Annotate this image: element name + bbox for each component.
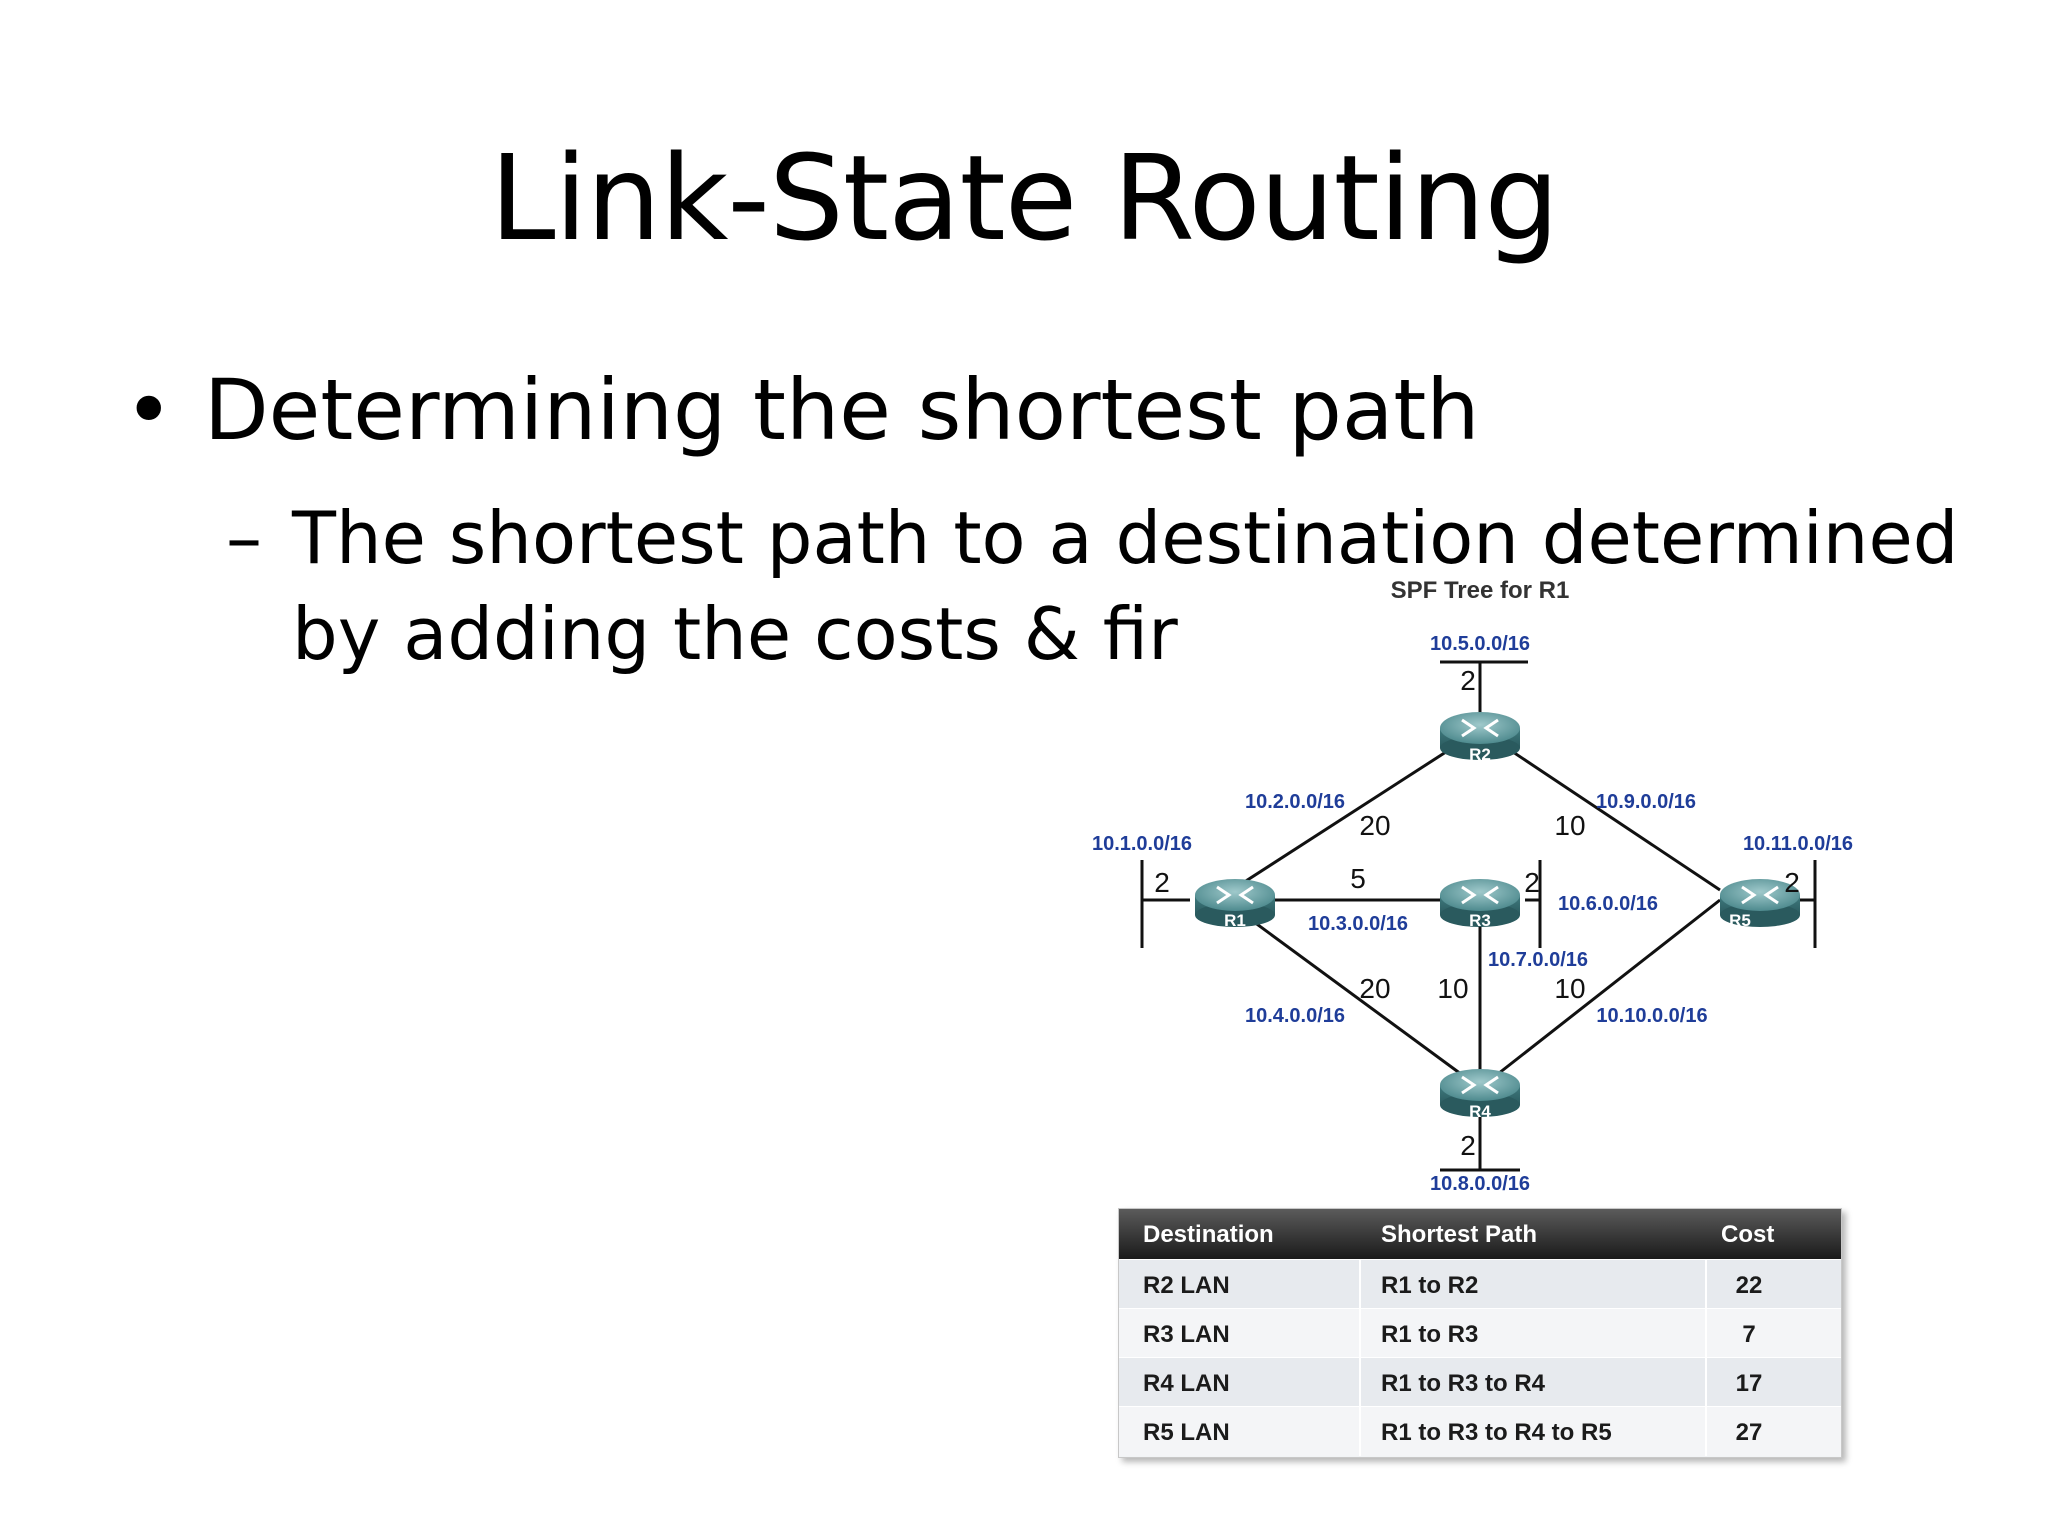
cell-shortest-path: R1 to R3 to R4 to R5 <box>1381 1419 1612 1446</box>
router-icon <box>1440 1069 1520 1101</box>
cell-cost: 7 <box>1742 1321 1756 1348</box>
network-label: 10.3.0.0/16 <box>1308 913 1408 935</box>
cost-label: 10 <box>1554 810 1585 841</box>
cost-label: 2 <box>1524 867 1540 898</box>
cell-cost: 27 <box>1735 1419 1763 1446</box>
subbullet-line-2: by adding the costs & fir <box>292 592 1178 676</box>
router-icon <box>1720 879 1800 911</box>
cell-destination: R4 LAN <box>1143 1370 1230 1397</box>
router-r2: R2 <box>1440 712 1520 764</box>
cell-destination: R3 LAN <box>1143 1321 1230 1348</box>
network-label: 10.2.0.0/16 <box>1245 791 1345 813</box>
table-row: R4 LAN R1 to R3 to R4 17 <box>1119 1357 1841 1407</box>
link-r1-r4 <box>1234 906 1481 1090</box>
network-label: 10.5.0.0/16 <box>1430 633 1530 655</box>
router-r3: R3 <box>1440 879 1520 930</box>
cell-shortest-path: R1 to R2 <box>1381 1272 1479 1299</box>
network-label: 10.1.0.0/16 <box>1092 833 1192 855</box>
router-r1: R1 <box>1195 879 1275 930</box>
router-r4: R4 <box>1440 1069 1520 1121</box>
spf-tree-diagram: R2 R1 R3 R5 R4 <box>1070 570 1890 1205</box>
cost-label: 10 <box>1437 973 1468 1004</box>
cell-cost: 17 <box>1735 1370 1763 1397</box>
link-r2-r5 <box>1479 728 1721 892</box>
router-label-r3: R3 <box>1469 911 1491 930</box>
table-header: Destination Shortest Path Cost <box>1119 1209 1841 1259</box>
shortest-path-table: Destination Shortest Path Cost R2 LAN R1… <box>1118 1208 1842 1458</box>
column-header-destination: Destination <box>1143 1221 1274 1248</box>
cost-label: 2 <box>1460 665 1476 696</box>
network-label: 10.11.0.0/16 <box>1743 833 1853 855</box>
router-icon <box>1440 879 1520 911</box>
bullet-dot-icon: • <box>124 361 174 459</box>
router-label-r5: R5 <box>1729 911 1751 930</box>
network-label: 10.9.0.0/16 <box>1596 791 1696 813</box>
bullet-text: Determining the shortest path <box>204 361 1480 459</box>
column-header-cost: Cost <box>1721 1221 1775 1248</box>
cost-label: 20 <box>1359 973 1390 1004</box>
router-label-r4: R4 <box>1469 1102 1491 1121</box>
router-r5: R5 <box>1720 879 1800 930</box>
router-icon <box>1440 712 1520 744</box>
router-icon <box>1195 879 1275 911</box>
table-row: R3 LAN R1 to R3 7 <box>1119 1308 1841 1358</box>
network-label: 10.8.0.0/16 <box>1430 1173 1530 1195</box>
network-label: 10.4.0.0/16 <box>1245 1005 1345 1027</box>
table-row: R5 LAN R1 to R3 to R4 to R5 27 <box>1119 1406 1841 1456</box>
bullet-dash: – <box>226 496 262 580</box>
table-body: R2 LAN R1 to R2 22 R3 LAN R1 to R3 7 R4 … <box>1119 1259 1841 1457</box>
column-header-shortest-path: Shortest Path <box>1381 1221 1538 1248</box>
router-label-r1: R1 <box>1224 911 1246 930</box>
cost-label: 2 <box>1784 867 1800 898</box>
subbullet-line-1: The shortest path to a destination deter… <box>292 496 1959 580</box>
cell-destination: R5 LAN <box>1143 1419 1230 1446</box>
cost-label: 2 <box>1154 867 1170 898</box>
cost-label: 5 <box>1350 863 1366 894</box>
link-lines <box>1140 660 1817 1172</box>
spf-tree-svg: R2 R1 R3 R5 R4 <box>1092 577 1853 1195</box>
slide-title: Link-State Routing <box>489 129 1560 267</box>
cost-label: 2 <box>1460 1130 1476 1161</box>
network-label: 10.6.0.0/16 <box>1558 893 1658 915</box>
cost-label: 10 <box>1554 973 1585 1004</box>
table-row: R2 LAN R1 to R2 22 <box>1119 1259 1841 1309</box>
network-label: 10.10.0.0/16 <box>1596 1005 1707 1027</box>
cell-shortest-path: R1 to R3 to R4 <box>1381 1370 1546 1397</box>
network-label: 10.7.0.0/16 <box>1488 949 1588 971</box>
link-r4-r5 <box>1479 898 1721 1090</box>
cell-destination: R2 LAN <box>1143 1272 1230 1299</box>
diagram-title: SPF Tree for R1 <box>1391 577 1570 604</box>
cost-label: 20 <box>1359 810 1390 841</box>
bullet-level-1: • Determining the shortest path <box>124 360 1480 460</box>
cell-shortest-path: R1 to R3 <box>1381 1321 1479 1348</box>
link-r1-r2 <box>1234 728 1481 890</box>
router-label-r2: R2 <box>1469 745 1491 764</box>
cell-cost: 22 <box>1735 1272 1763 1299</box>
